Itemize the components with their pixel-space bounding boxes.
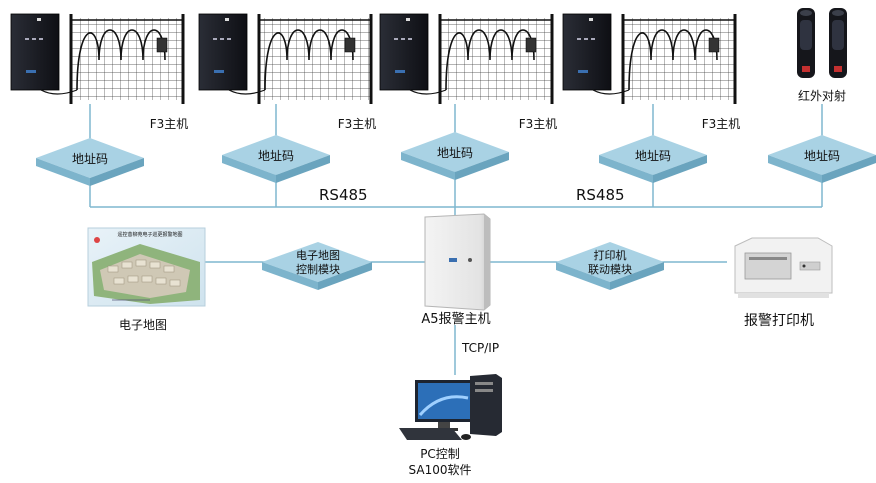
address-code-label: 地址码 — [437, 146, 473, 160]
f3-host-unit: F3主机 — [562, 13, 741, 131]
f3-panel-icon — [379, 13, 429, 91]
pc-label-line1: PC控制 — [420, 447, 460, 461]
address-code-label: 地址码 — [258, 149, 294, 163]
f3-host-label: F3主机 — [338, 117, 377, 131]
map-module-line2: 控制模块 — [296, 262, 340, 276]
tcp-ip-label: TCP/IP — [461, 341, 499, 355]
address-code-label: 地址码 — [72, 152, 108, 166]
electronic-map-image — [87, 227, 206, 307]
alarm-printer-icon — [734, 237, 833, 298]
f3-host-label: F3主机 — [150, 117, 189, 131]
pc-computer-icon — [399, 374, 502, 440]
f3-host-unit: F3主机 — [198, 13, 377, 131]
address-code-module: 地址码 — [599, 135, 707, 183]
printer-caption: 报警打印机 — [744, 312, 814, 329]
address-code-label: 地址码 — [635, 149, 671, 163]
f3-host-label: F3主机 — [519, 117, 558, 131]
map-title: 遥控昔柳苑电子巡更报警地图 — [117, 231, 182, 238]
infrared-label: 红外对射 — [798, 88, 846, 103]
fence-icon — [71, 18, 183, 100]
address-code-module: 地址码 — [768, 135, 876, 183]
f3-panel-icon — [198, 13, 248, 91]
printer-module-line2: 联动模块 — [588, 263, 632, 276]
pc-label-line2: SA100软件 — [409, 463, 472, 477]
printer-module-line1: 打印机 — [594, 248, 627, 262]
address-code-module: 地址码 — [222, 135, 330, 183]
address-code-module: 地址码 — [401, 132, 509, 180]
map-module-line1: 电子地图 — [296, 249, 340, 262]
rs485-label-right: RS485 — [576, 186, 625, 204]
address-code-module: 地址码 — [36, 138, 144, 186]
f3-host-unit: F3主机 — [10, 13, 189, 131]
fence-icon — [440, 18, 552, 100]
alarm-host-label: A5报警主机 — [421, 311, 490, 327]
infrared-beam-detector-icon — [797, 8, 847, 78]
map-caption: 电子地图 — [119, 318, 167, 332]
fence-icon — [623, 18, 735, 100]
rs485-label-left: RS485 — [319, 186, 368, 204]
fence-icon — [259, 18, 371, 100]
printer-link-module — [556, 242, 664, 290]
map-control-module — [262, 242, 372, 290]
address-code-label: 地址码 — [804, 149, 840, 163]
f3-host-unit: F3主机 — [379, 13, 558, 131]
f3-host-label: F3主机 — [702, 117, 741, 131]
f3-panel-icon — [10, 13, 60, 91]
f3-panel-icon — [562, 13, 612, 91]
a5-alarm-host-icon — [424, 213, 491, 311]
